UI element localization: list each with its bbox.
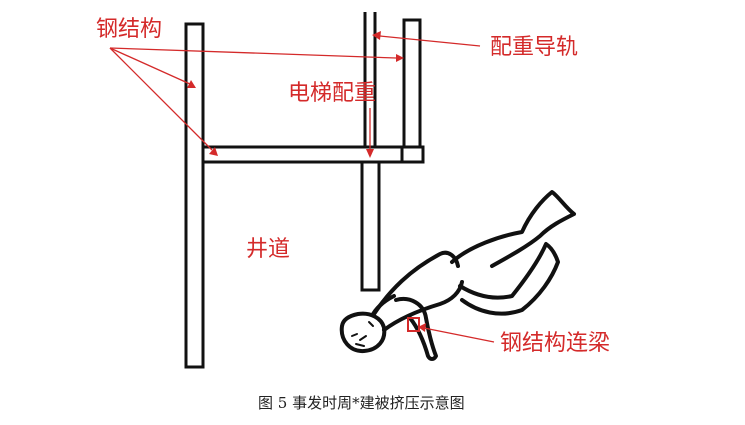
pinch-point-marker (407, 317, 420, 332)
person-face (351, 321, 374, 347)
label-counterweight-rail: 配重导轨 (490, 35, 578, 60)
label-elevator-counterweight: 电梯配重 (288, 81, 376, 106)
person-figure (339, 190, 576, 361)
left-column (184, 22, 205, 369)
horizontal-beam (201, 145, 425, 164)
counterweight-pointer-head (366, 149, 374, 158)
steel-structure-pointer-2-head (187, 80, 196, 88)
label-shaft: 井道 (246, 237, 290, 262)
person-leg-upper (450, 190, 576, 268)
steel-structure-pointer-3 (109, 47, 213, 151)
person-arm (394, 297, 438, 361)
annotation-lines (109, 31, 495, 343)
steel-beam-pointer (423, 327, 495, 343)
steel-structure-pointer-2 (109, 47, 191, 85)
counterweight-rail-pointer-head (372, 31, 381, 40)
counterweight-rail-pointer (379, 35, 481, 47)
label-steel-beam: 钢结构连梁 (500, 331, 610, 356)
steel-structure (184, 12, 425, 369)
steel-structure-pointer-1 (109, 47, 397, 59)
person-leg-lower (458, 242, 560, 316)
lower-right-column (360, 160, 381, 292)
counterweight-rail-column (402, 18, 422, 149)
steel-structure-pointer-1-head (396, 54, 404, 62)
steel-structure-pointer-3-head (209, 147, 218, 156)
label-steel-structure: 钢结构 (96, 17, 162, 42)
steel-beam-pointer-head (418, 323, 426, 332)
person-belly (382, 280, 464, 332)
figure-caption: 图 5 事发时周*建被挤压示意图 (258, 394, 465, 412)
